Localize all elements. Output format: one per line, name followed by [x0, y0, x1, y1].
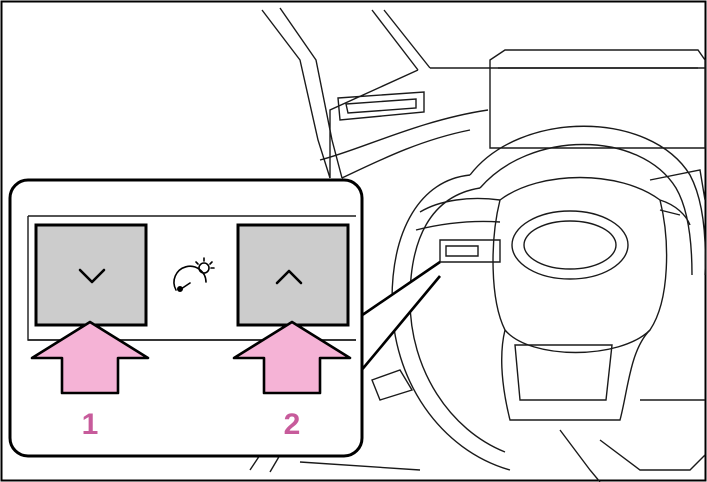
dimmer-down-button[interactable]: [36, 225, 146, 325]
callout-number-1: 1: [70, 410, 110, 440]
callout-number-2: 2: [272, 410, 312, 440]
